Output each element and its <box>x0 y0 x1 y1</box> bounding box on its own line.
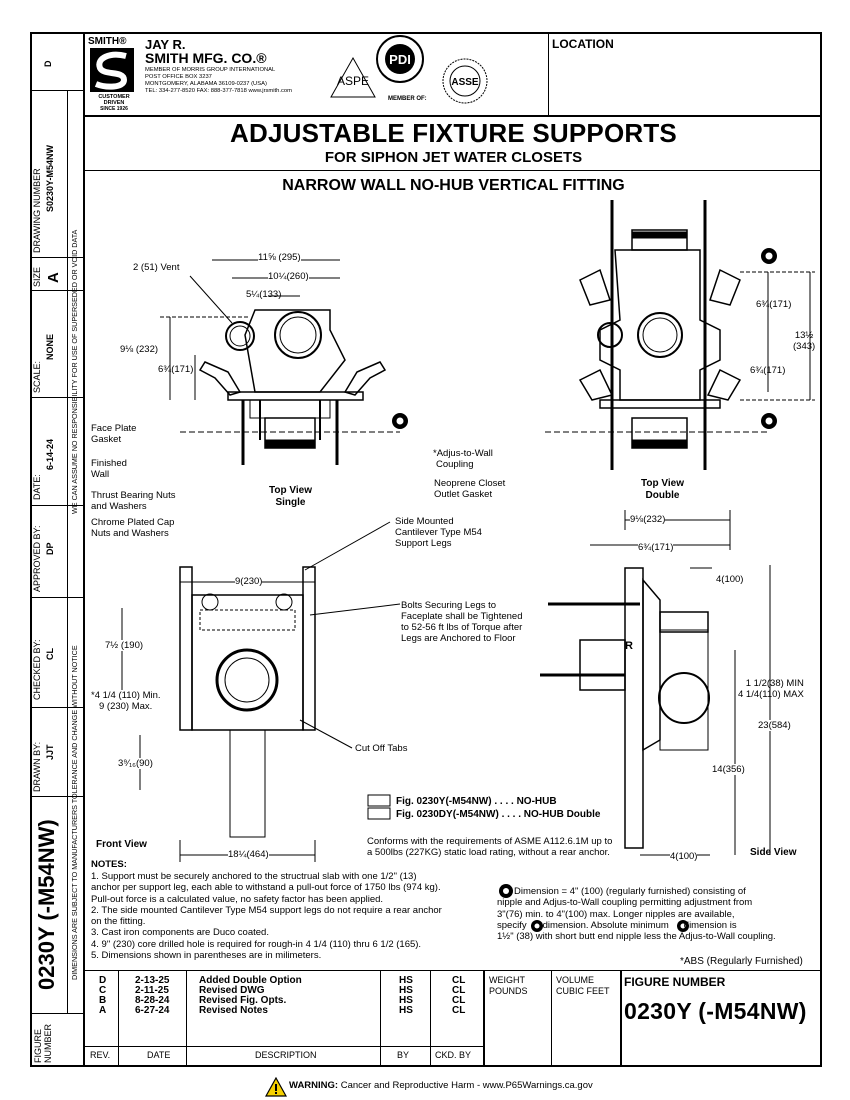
dim-double-13-1-2: 13½ (343) <box>793 330 816 352</box>
thrust-bearing-label: Thrust Bearing Nuts and Washers <box>91 490 176 512</box>
dim-5-1-4: 5¼(133) <box>246 289 282 300</box>
side-view-title: Side View <box>750 847 797 858</box>
customer-driven: CUSTOMER DRIVEN <box>98 94 130 106</box>
fig-nohub-swatch <box>367 794 391 807</box>
volume-cell: VOLUME CUBIC FEET <box>556 975 610 996</box>
smith-label: SMITH® <box>88 36 127 47</box>
aspe-logo: ASPE <box>330 56 376 98</box>
notes-title: NOTES: <box>91 859 127 870</box>
dim-9-230: 9(230) <box>235 576 263 587</box>
top-view-single-title: Top View Single <box>269 485 312 508</box>
side-legs-label: Side Mounted Cantilever Type M54 Support… <box>395 516 482 549</box>
neoprene-gasket-label: Neoprene Closet Outlet Gasket <box>434 478 506 500</box>
dim-10-1-4: 10¼(260) <box>268 271 309 282</box>
c-markers <box>392 248 777 932</box>
dim-side-14: 14(356) <box>712 764 745 775</box>
asse-text: ASSE <box>451 77 479 88</box>
cut-off-tabs-label: Cut Off Tabs <box>355 743 408 754</box>
weight-cell: WEIGHT POUNDS <box>489 975 528 996</box>
dim-side-6-3-4: 6¾(171) <box>638 542 674 553</box>
fitting-title: NARROW WALL NO-HUB VERTICAL FITTING <box>282 177 625 194</box>
chrome-cap-label: Chrome Plated Cap Nuts and Washers <box>91 517 175 539</box>
sidebar <box>30 32 85 1067</box>
smith-logo: SMITH® CUSTOMER DRIVEN SINCE 1926 <box>88 36 140 112</box>
figure-number-cell-label: FIGURE NUMBER <box>624 975 726 989</box>
finished-wall-label: Finished Wall <box>91 458 127 480</box>
table-row: C 2-11-25 Revised DWG HS CL <box>99 985 466 996</box>
notes-list: 1. Support must be securely anchored to … <box>91 871 442 962</box>
dim-18-1-4: 18¼(464) <box>228 849 269 860</box>
conformance-text: Conforms with the requirements of ASME A… <box>367 836 613 858</box>
company-line1: JAY R. <box>145 37 186 52</box>
company-line2: SMITH MFG. CO.® <box>145 50 267 66</box>
page-title: ADJUSTABLE FIXTURE SUPPORTS <box>230 118 677 148</box>
dim-double-6-3-4-top: 6¾(171) <box>756 299 792 310</box>
fig-double: Fig. 0230DY(-M54NW) . . . . NO-HUB Doubl… <box>396 809 601 820</box>
page-subtitle: FOR SIPHON JET WATER CLOSETS <box>324 149 583 166</box>
aspe-text: ASPE <box>337 74 369 88</box>
dim-7-1-2: 7½ (190) <box>105 640 144 651</box>
dim-double-6-3-4-bottom: 6¾(171) <box>750 365 786 376</box>
front-view-title: Front View <box>96 839 147 850</box>
pdi-logo: PDI <box>376 35 424 83</box>
fig-nohub: Fig. 0230Y(-M54NW) . . . . NO-HUB <box>396 796 557 807</box>
warning-text: WARNING: Cancer and Reproductive Harm - … <box>289 1080 593 1091</box>
location-label: LOCATION <box>552 37 614 51</box>
side-r-mark: R <box>625 640 633 652</box>
member-of: MEMBER OF: <box>388 96 427 102</box>
asse-logo: ASSE <box>442 58 488 104</box>
table-row: D 2-13-25 Added Double Option HS CL <box>99 975 466 986</box>
c-dimension-note: Dimension = 4" (100) (regularly furnishe… <box>497 886 776 943</box>
side-view-drawing <box>540 510 771 856</box>
dim-side-9-1-8: 9⅛(232) <box>630 514 666 525</box>
face-plate-label: Face Plate Gasket <box>91 423 137 445</box>
top-view-double-drawing <box>545 200 815 470</box>
vent-label: 2 (51) Vent <box>133 262 180 273</box>
company-address: MEMBER OF MORRIS GROUP INTERNATIONAL POS… <box>145 67 292 94</box>
since-1926: SINCE 1926 <box>100 106 128 112</box>
fig-double-swatch <box>367 807 391 820</box>
warning-icon <box>265 1077 287 1097</box>
dim-side-4-100: 4(100) <box>716 574 744 585</box>
dim-side-1-1-2-min: 1 1/2(38) MIN 4 1/4(110) MAX <box>738 678 804 700</box>
abs-note: *ABS (Regularly Furnished) <box>680 956 803 967</box>
dim-side-4-bottom: 4(100) <box>670 851 698 862</box>
dim-3-9-16: 3⁹⁄₁₆(90) <box>118 758 153 769</box>
adjus-to-wall-label: *Adjus-to-Wall Coupling <box>433 448 493 470</box>
dim-6-3-4: 6¾(171) <box>158 364 194 375</box>
drawing-frame <box>30 32 822 1067</box>
figure-number-cell-value: 0230Y (-M54NW) <box>624 998 807 1024</box>
front-view-drawing <box>121 521 401 862</box>
dim-side-23: 23(584) <box>758 720 791 731</box>
top-view-double-title: Top View Double <box>641 478 684 501</box>
table-row: A 6-27-24 Revised Notes HS CL <box>99 1005 466 1016</box>
table-row: B 8-28-24 Revised Fig. Opts. HS CL <box>99 995 466 1006</box>
smith-s-icon <box>90 48 134 92</box>
dim-4-1-4-min: *4 1/4 (110) Min. 9 (230) Max. <box>91 690 161 712</box>
dim-11-5-8: 11⅝ (295) <box>258 252 301 263</box>
pdi-text: PDI <box>389 52 411 67</box>
revision-rows: D 2-13-25 Added Double Option HS CL C 2-… <box>85 976 483 1016</box>
bolts-securing-label: Bolts Securing Legs to Faceplate shall b… <box>401 600 523 644</box>
dim-9-1-8: 9⅛ (232) <box>120 344 159 355</box>
